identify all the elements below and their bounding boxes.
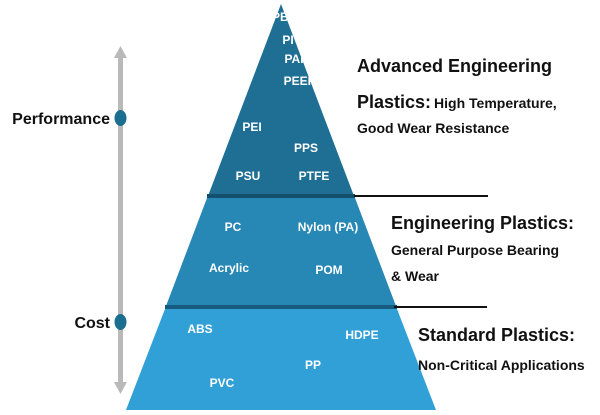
material-label: Nylon (PA) <box>298 220 358 234</box>
advanced-desc-line1: High Temperature, <box>434 95 557 111</box>
material-label: PVC <box>210 376 235 390</box>
advanced-desc-line2: Good Wear Resistance <box>357 120 509 136</box>
material-label: POM <box>315 263 342 277</box>
material-label: PPS <box>294 141 318 155</box>
arrow-down-icon <box>114 382 127 394</box>
arrow-up-icon <box>114 46 127 58</box>
material-label: HDPE <box>345 328 378 342</box>
engineering-desc-line2: & Wear <box>391 268 440 284</box>
material-label: PAI <box>284 52 303 66</box>
material-label: ABS <box>187 322 212 336</box>
advanced-title-line2-row: Plastics:High Temperature, <box>357 92 557 112</box>
tier-standard <box>126 309 436 410</box>
tier-advanced <box>208 4 354 196</box>
cost-label: Cost <box>74 315 110 332</box>
material-label: PI <box>282 33 293 47</box>
material-label: Acrylic <box>209 261 249 275</box>
material-label: PP <box>305 358 321 372</box>
performance-dot <box>114 110 127 126</box>
material-label: PTFE <box>299 169 330 183</box>
advanced-title-line2: Plastics: <box>357 92 431 112</box>
cost-dot <box>114 314 127 330</box>
engineering-desc-line1: General Purpose Bearing <box>391 242 559 258</box>
material-label: PEI <box>242 120 261 134</box>
material-label: PBI <box>272 10 292 24</box>
material-label: PC <box>225 220 242 234</box>
material-label: PEEK <box>284 74 317 88</box>
material-label: PSU <box>236 169 261 183</box>
advanced-title-line1: Advanced Engineering <box>357 56 552 76</box>
standard-title: Standard Plastics: <box>418 325 575 345</box>
tier-engineering <box>166 198 396 306</box>
performance-label: Performance <box>12 111 110 128</box>
performance-cost-axis <box>114 46 127 394</box>
engineering-title: Engineering Plastics: <box>391 213 574 233</box>
standard-desc-line1: Non-Critical Applications <box>418 357 585 373</box>
